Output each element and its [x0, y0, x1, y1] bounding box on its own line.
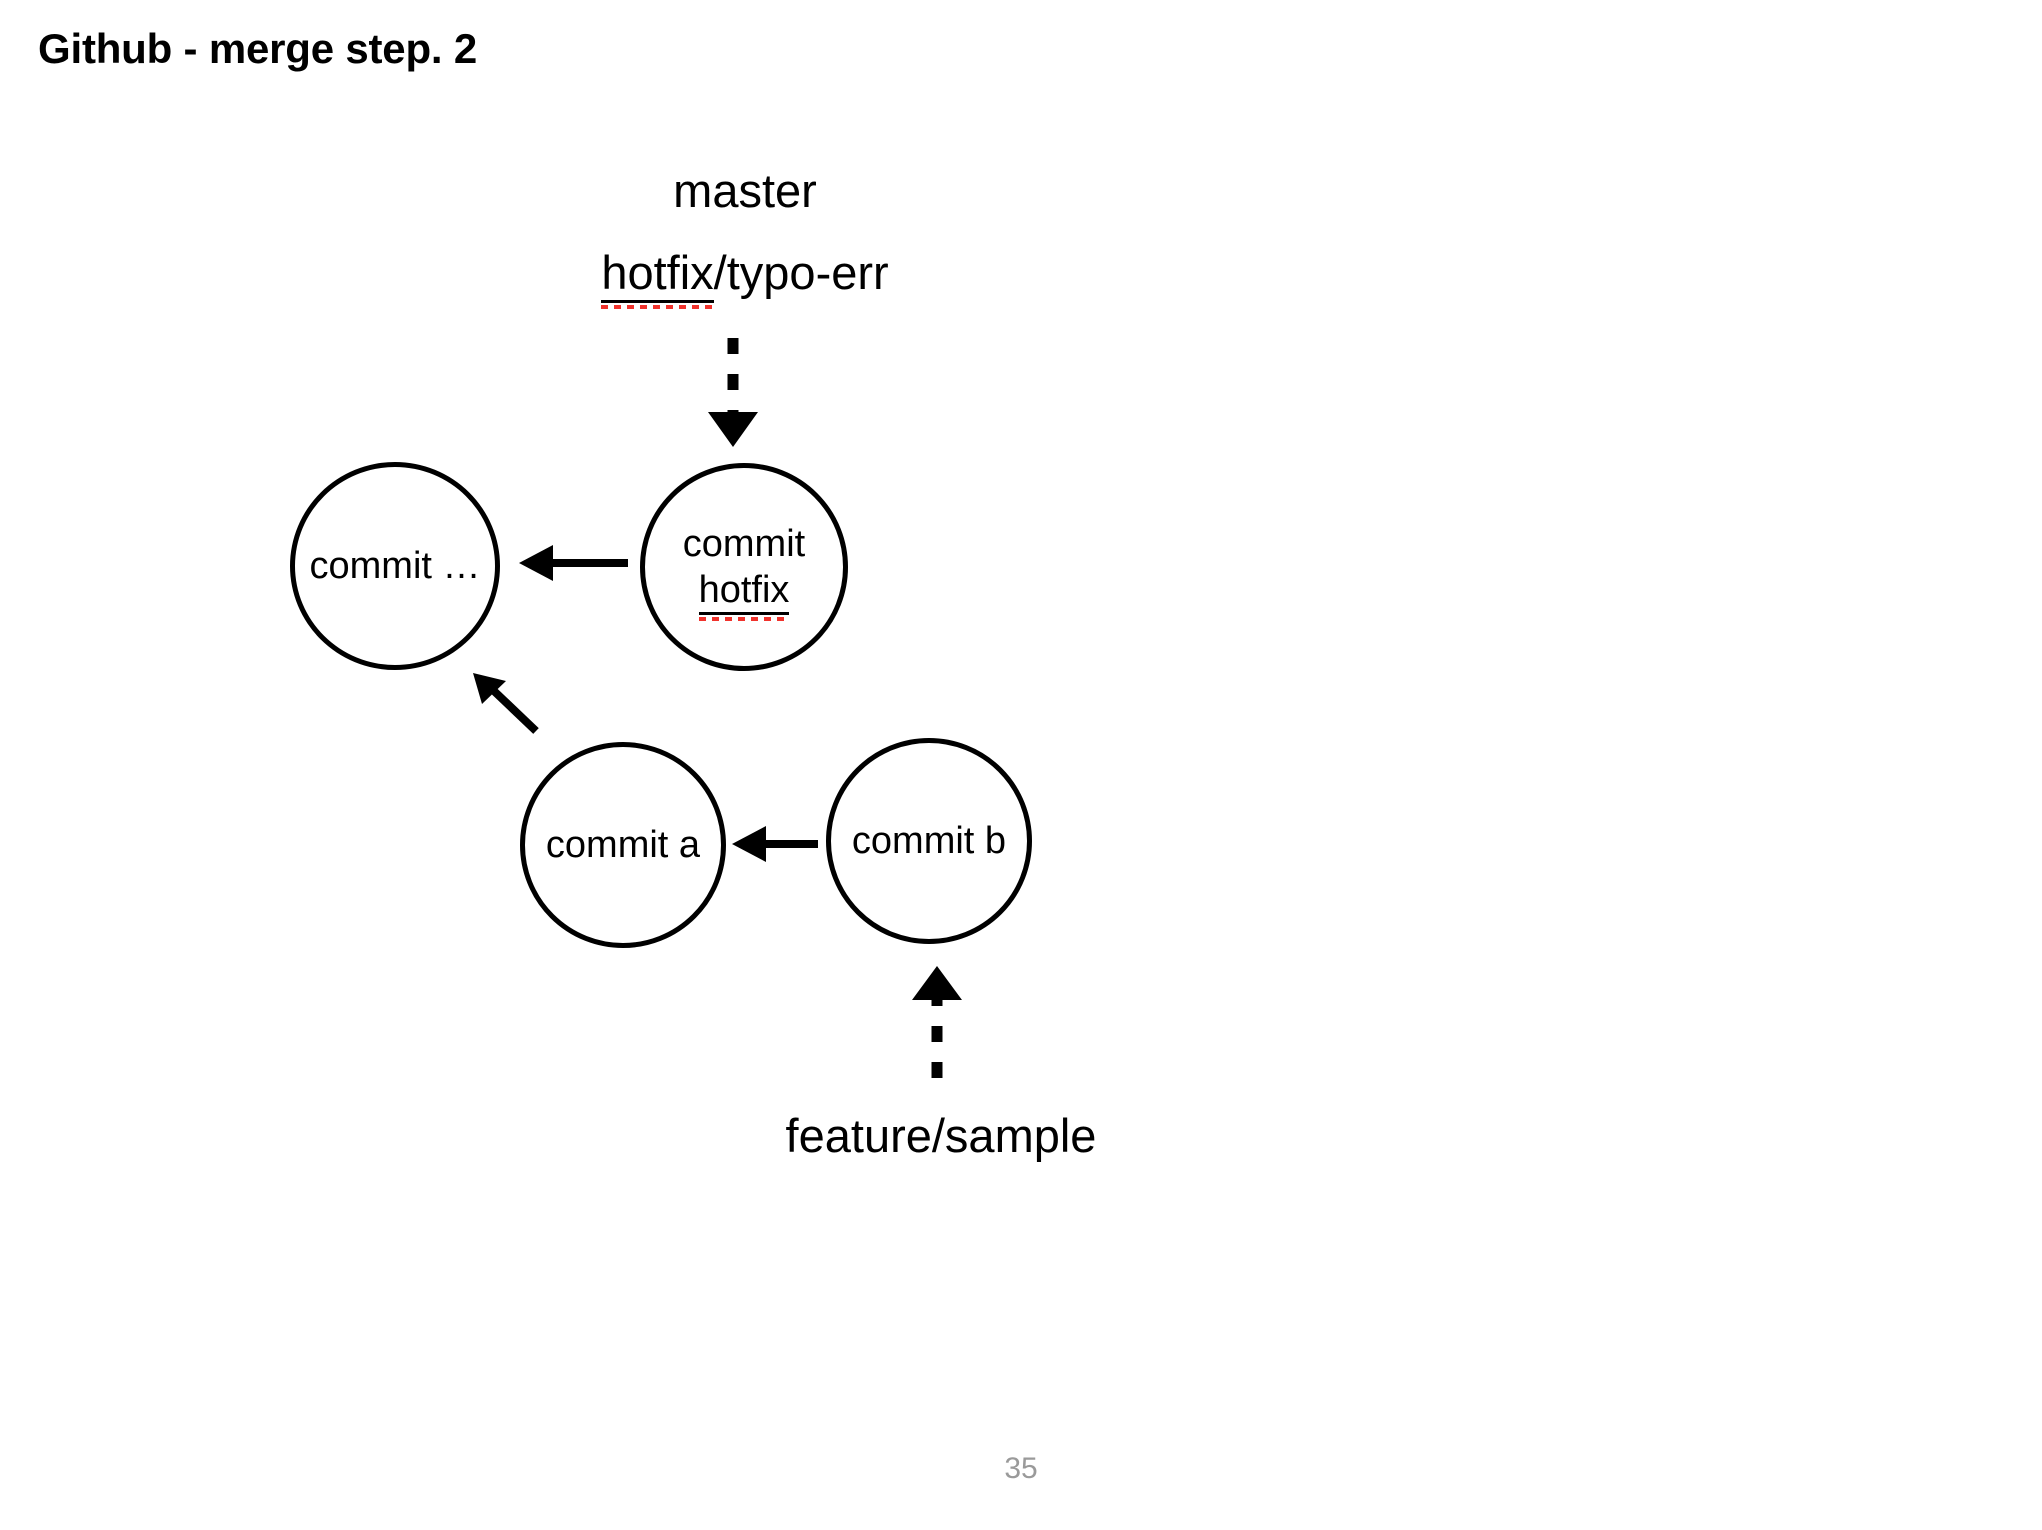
solid-arrow-left-icon-2: [732, 826, 818, 862]
commit-node-commit-hotfix[interactable]: commit hotfix: [640, 463, 848, 671]
commit-node-commit-hotfix-label: commit hotfix: [682, 521, 806, 615]
solid-arrow-up-left-icon: [473, 673, 539, 734]
page-number: 35: [1004, 1452, 1038, 1485]
branch-label-hotfix-suffix: /typo-err: [713, 246, 889, 299]
branch-label-master: master: [0, 165, 1490, 217]
commit-node-commit-dots[interactable]: commit …: [290, 462, 500, 670]
branch-label-hotfix-typo-err: hotfix/typo-err: [0, 246, 1490, 303]
commit-node-commit-hotfix-line1: commit: [682, 522, 806, 565]
branch-label-hotfix-prefix: hotfix: [601, 246, 714, 303]
commit-node-commit-b-label: commit b: [851, 819, 1007, 862]
commit-node-commit-hotfix-line2: hotfix: [698, 569, 790, 615]
branch-label-feature-sample-text: feature/sample: [785, 1109, 1097, 1162]
page-title: Github - merge step. 2: [38, 25, 477, 72]
branch-label-master-text: master: [673, 164, 817, 217]
branch-label-feature-sample: feature/sample: [0, 1110, 1882, 1162]
commit-node-commit-b[interactable]: commit b: [826, 738, 1032, 944]
solid-arrow-left-icon: [519, 545, 628, 581]
dashed-arrow-up-icon: [912, 966, 962, 1078]
commit-node-commit-dots-label: commit …: [309, 544, 481, 587]
commit-node-commit-a[interactable]: commit a: [520, 742, 726, 948]
commit-node-commit-a-label: commit a: [545, 823, 701, 866]
dashed-arrow-down-icon: [708, 338, 758, 447]
